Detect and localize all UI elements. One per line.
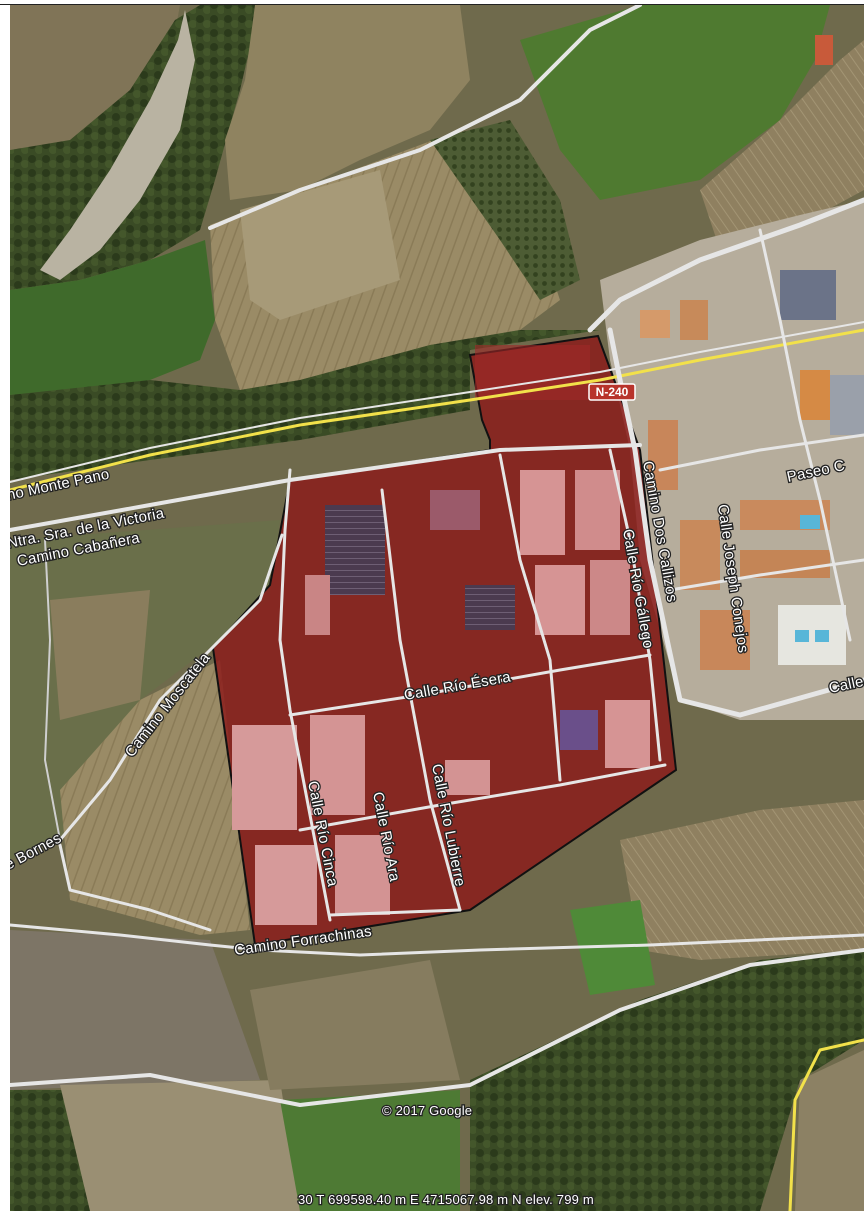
solar-roof [465,585,515,630]
field-nw [10,5,180,160]
building [800,370,830,420]
field-west-plowed [50,590,150,720]
forest-southeast [470,950,864,1211]
building [648,420,678,490]
field-south-center [60,1080,300,1211]
tree-belt-mid [10,330,600,480]
orchard-strip [430,120,580,300]
left-margin [0,0,10,1211]
warehouse [520,470,565,555]
warehouse [335,835,390,915]
coordinate-status-bar: 30 T 699598.40 m E 4715067.98 m N elev. … [298,1192,594,1207]
green-field-ne [520,5,830,200]
warehouse [575,470,620,550]
building [830,375,864,435]
warehouse [605,700,650,768]
building [700,610,750,670]
building [640,310,670,338]
village-southwest [10,930,260,1090]
warehouse [590,560,630,635]
warehouse [445,760,490,795]
pool [800,515,820,529]
warehouse [535,565,585,635]
school-building [778,605,846,665]
building-red-ne [815,35,833,65]
purple-roof [560,710,598,750]
highway-shield-label: N-240 [596,385,629,399]
solar-roof [325,505,385,595]
field-far-southeast [795,1050,864,1211]
highway-shield-n240[interactable]: N-240 [588,383,636,401]
copyright-label: © 2017 Google [382,1103,472,1118]
river-gravel [40,10,195,280]
warehouse [305,575,330,635]
building [740,550,830,578]
field-south-mid [250,960,460,1090]
field-plowed-center [240,170,400,320]
building [680,300,708,340]
field-southeast-stripes [620,800,864,960]
warehouse [255,845,317,925]
field-north-center [225,5,470,200]
green-meadow-west [10,240,215,395]
road-network [8,3,864,1211]
pool [795,630,809,642]
warehouse [232,725,297,830]
green-field-south [280,1090,460,1211]
warehouse [310,715,365,815]
warehouse [430,490,480,530]
field-ne-brown [700,40,864,250]
building [780,270,836,320]
pool [815,630,829,642]
building [680,520,720,590]
field-southwest [60,660,250,935]
top-border [0,0,864,5]
